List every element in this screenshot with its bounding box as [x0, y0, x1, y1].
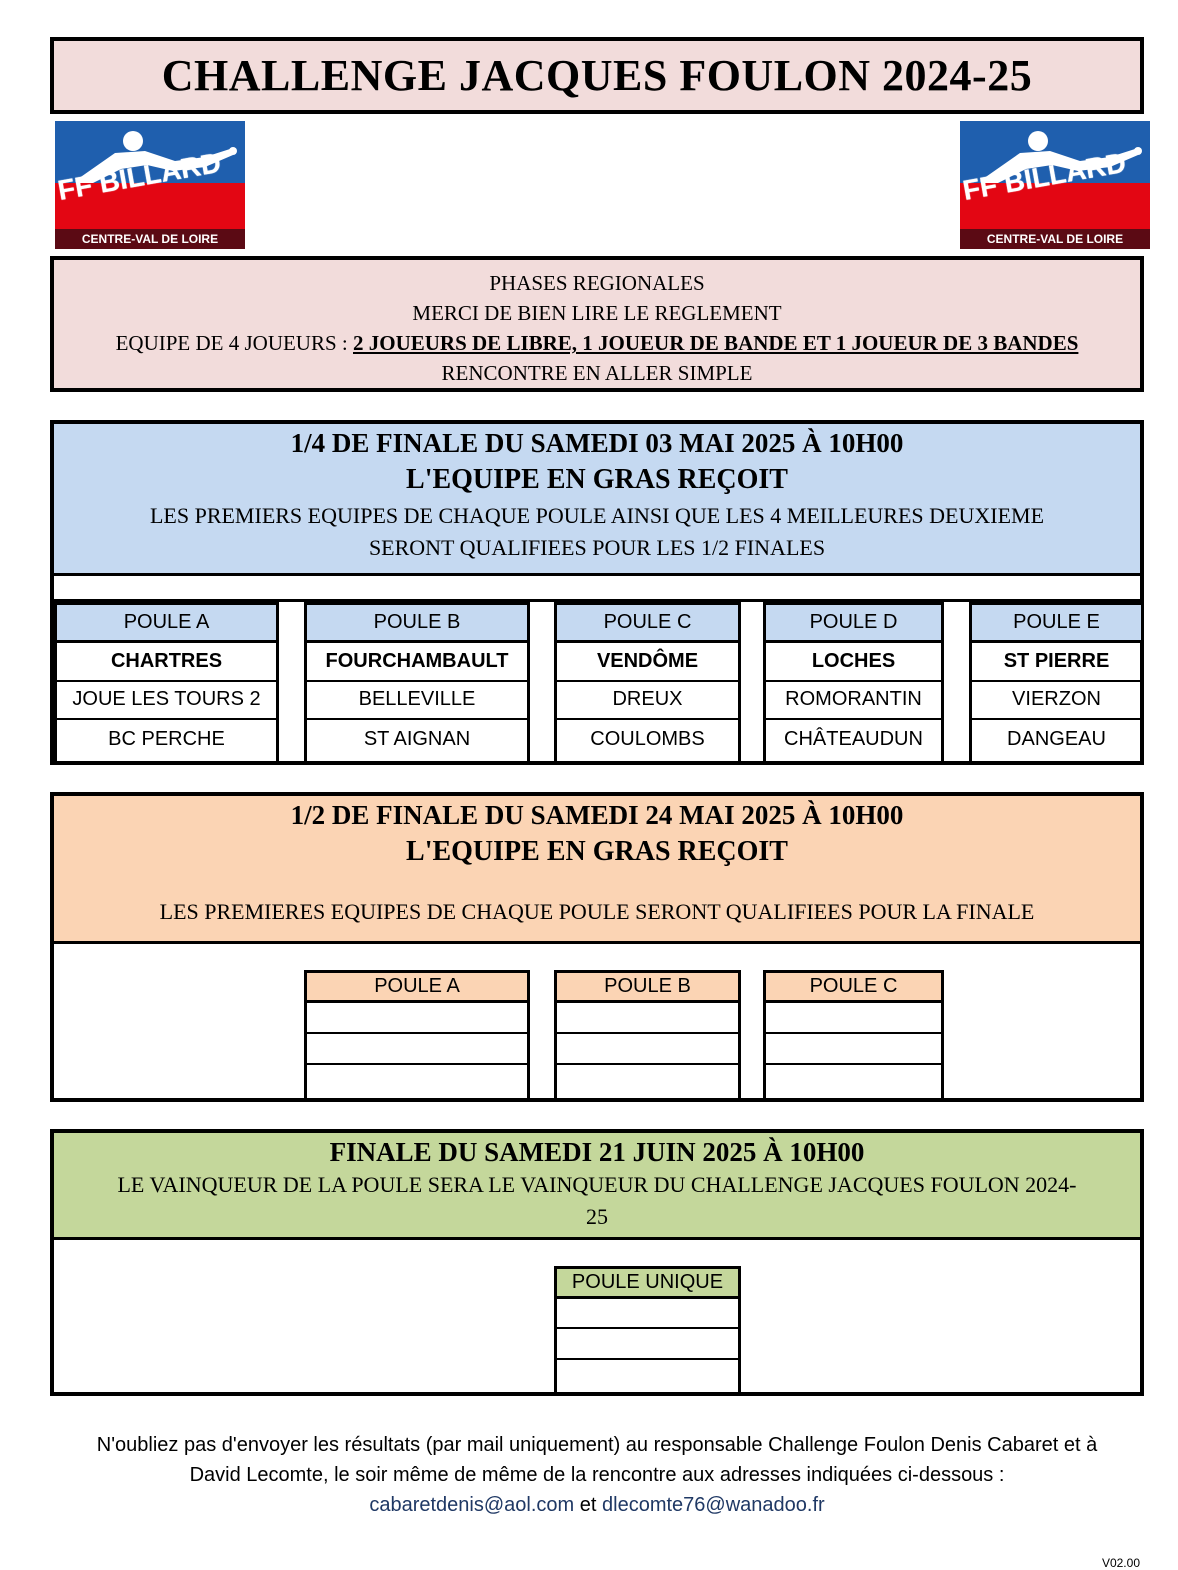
poule-team-cell [307, 1003, 527, 1034]
logo-region-text: CENTRE-VAL DE LOIRE [960, 229, 1150, 249]
quarter-divider [54, 599, 1140, 602]
version-label: V02.00 [1101, 1556, 1140, 1570]
email-link-cabaret[interactable]: cabaretdenis@aol.com [369, 1494, 575, 1516]
poule-table: POULE A [304, 970, 530, 1102]
poule-team-cell: VIERZON [972, 682, 1141, 721]
poule-header: POULE E [972, 605, 1141, 643]
poule-team-cell: ST AIGNAN [363, 728, 471, 751]
poule-team-cell: BELLEVILLE [307, 682, 527, 721]
poule-team-cell [557, 1034, 738, 1065]
quarter-final-text-2: SERONT QUALIFIEES POUR LES 1/2 FINALES [368, 535, 826, 560]
ffbillard-logo-left: FF BILLARD CENTRE-VAL DE LOIRE [55, 121, 245, 249]
final-section: FINALE DU SAMEDI 21 JUIN 2025 À 10H00 LE… [50, 1129, 1144, 1396]
phases-line-2: MERCI DE BIEN LIRE LE REGLEMENT [412, 301, 782, 325]
phases-line-3: EQUIPE DE 4 JOUEURS : 2 JOUEURS DE LIBRE… [54, 328, 1140, 358]
final-title: FINALE DU SAMEDI 21 JUIN 2025 À 10H00 [329, 1137, 865, 1167]
poule-team-cell: LOCHES [766, 643, 941, 682]
phases-line-4: RENCONTRE EN ALLER SIMPLE [441, 361, 753, 385]
poule-team-cell [557, 1065, 738, 1096]
phases-box: PHASES REGIONALES MERCI DE BIEN LIRE LE … [50, 256, 1144, 392]
poule-header: POULE C [766, 973, 941, 1003]
poule-team-cell: FOURCHAMBAULT [307, 643, 527, 682]
phases-line-3-bold: 2 JOUEURS DE LIBRE, 1 JOUEUR DE BANDE ET… [353, 331, 1079, 355]
poule-team-cell: COULOMBS [590, 728, 705, 751]
poule-team-cell: CHÂTEAUDUN [784, 728, 923, 751]
quarter-final-text-1: LES PREMIERS EQUIPES DE CHAQUE POULE AIN… [149, 503, 1045, 528]
poule-team-cell: ROMORANTIN [766, 682, 941, 721]
poule-team-cell: BC PERCHE [108, 728, 225, 751]
poule-team-cell [557, 1329, 738, 1360]
page-title: CHALLENGE JACQUES FOULON 2024-25 [161, 51, 1033, 100]
poule-team-cell [557, 1003, 738, 1034]
quarter-final-section: 1/4 DE FINALE DU SAMEDI 03 MAI 2025 À 10… [50, 420, 1144, 765]
poule-team-cell: DANGEAU [1007, 728, 1106, 751]
poule-header: POULE C [557, 605, 738, 643]
email-link-lecomte[interactable]: dlecomte76@wanadoo.fr [602, 1494, 825, 1516]
semi-final-subtitle: L'EQUIPE EN GRAS REÇOIT [406, 836, 788, 867]
poule-team-cell: JOUE LES TOURS 2 [57, 682, 276, 721]
quarter-final-header: 1/4 DE FINALE DU SAMEDI 03 MAI 2025 À 10… [54, 424, 1140, 576]
poule-header: POULE A [307, 973, 527, 1003]
footer-note: N'oubliez pas d'envoyer les résultats (p… [50, 1430, 1144, 1520]
footer-line-1: N'oubliez pas d'envoyer les résultats (p… [96, 1434, 1098, 1456]
footer-line-2: David Lecomte, le soir même de même de l… [189, 1464, 1005, 1486]
semi-final-section: 1/2 DE FINALE DU SAMEDI 24 MAI 2025 À 10… [50, 792, 1144, 1102]
poule-header: POULE B [307, 605, 527, 643]
poule-table: POULE B [554, 970, 741, 1102]
poule-header: POULE UNIQUE [557, 1269, 738, 1299]
final-text-2: 25 [586, 1204, 608, 1229]
poule-header: POULE D [766, 605, 941, 643]
poule-team-cell: VENDÔME [557, 643, 738, 682]
logo-region-text: CENTRE-VAL DE LOIRE [55, 229, 245, 249]
semi-final-text: LES PREMIERES EQUIPES DE CHAQUE POULE SE… [159, 899, 1035, 924]
quarter-final-title: 1/4 DE FINALE DU SAMEDI 03 MAI 2025 À 10… [290, 428, 904, 458]
quarter-final-subtitle: L'EQUIPE EN GRAS REÇOIT [406, 464, 788, 495]
footer-emails: cabaretdenis@aol.com et dlecomte76@wanad… [50, 1490, 1144, 1520]
poule-team-cell [766, 1034, 941, 1065]
poule-team-cell: DREUX [557, 682, 738, 721]
poule-header: POULE A [57, 605, 276, 643]
poule-team-cell [307, 1065, 527, 1096]
phases-line-3-prefix: EQUIPE DE 4 JOUEURS : [115, 331, 353, 355]
semi-final-title: 1/2 DE FINALE DU SAMEDI 24 MAI 2025 À 10… [290, 800, 904, 830]
poule-header: POULE B [557, 973, 738, 1003]
poule-team-cell [766, 1003, 941, 1034]
footer-and: et [574, 1494, 602, 1516]
phases-line-1: PHASES REGIONALES [489, 271, 705, 295]
final-header: FINALE DU SAMEDI 21 JUIN 2025 À 10H00 LE… [54, 1133, 1140, 1240]
semi-final-header: 1/2 DE FINALE DU SAMEDI 24 MAI 2025 À 10… [54, 796, 1140, 944]
poule-table: POULE C [763, 970, 944, 1102]
poule-team-cell [307, 1034, 527, 1065]
poule-team-cell: ST PIERRE [972, 643, 1141, 682]
poule-team-cell [557, 1299, 738, 1330]
poule-team-cell: CHARTRES [57, 643, 276, 682]
poule-table: POULE UNIQUE [554, 1266, 741, 1396]
final-text-1: LE VAINQUEUR DE LA POULE SERA LE VAINQUE… [117, 1172, 1077, 1197]
poule-team-cell [557, 1360, 738, 1390]
page-title-box: CHALLENGE JACQUES FOULON 2024-25 [50, 37, 1144, 114]
poule-team-cell [766, 1065, 941, 1096]
ffbillard-logo-right: FF BILLARD CENTRE-VAL DE LOIRE [960, 121, 1150, 249]
